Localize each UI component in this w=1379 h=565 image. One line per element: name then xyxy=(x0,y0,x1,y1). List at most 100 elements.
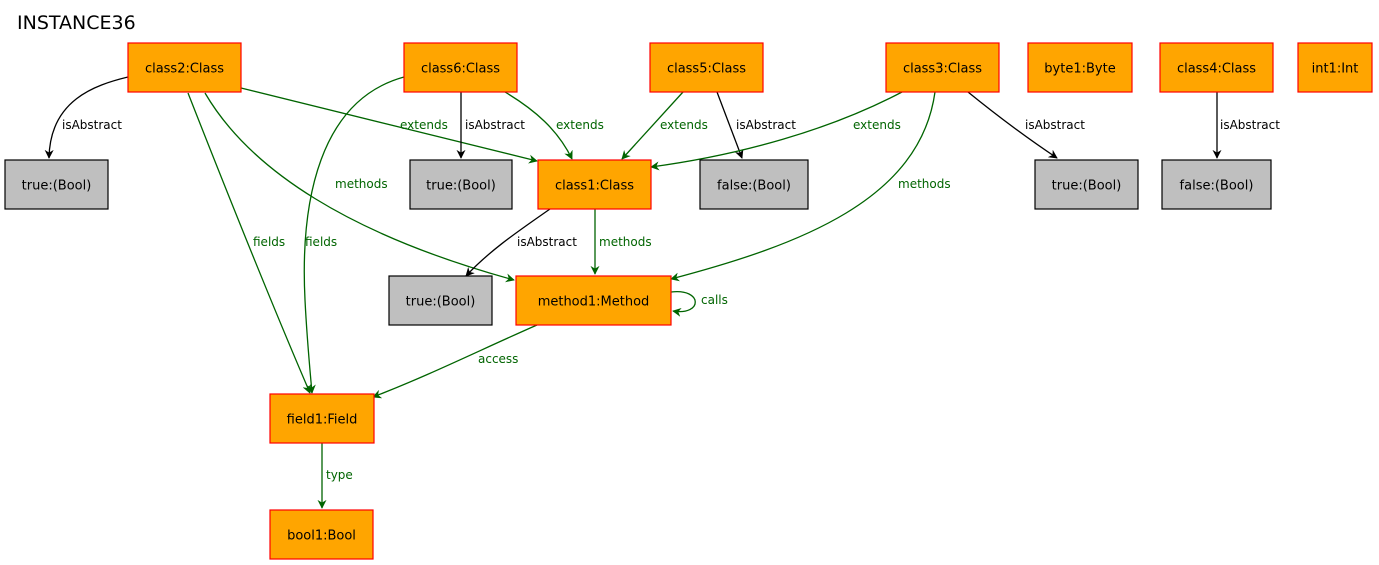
node-class2[interactable]: class2:Class xyxy=(127,42,242,93)
edge-class2-extends-class1: extends xyxy=(240,87,538,164)
node-box xyxy=(269,393,375,444)
node-bool_c3[interactable]: true:(Bool) xyxy=(1034,159,1139,210)
node-box xyxy=(388,275,493,326)
node-int1[interactable]: int1:Int xyxy=(1297,42,1373,93)
node-class4[interactable]: class4:Class xyxy=(1159,42,1274,93)
node-label: method1:Method xyxy=(538,295,650,310)
edge-line xyxy=(967,91,1058,159)
edge-line xyxy=(716,91,744,159)
edge-label: fields xyxy=(253,235,285,249)
edge-line xyxy=(44,76,129,159)
edge-line xyxy=(240,87,538,164)
node-label: class2:Class xyxy=(145,62,224,77)
edge-label: methods xyxy=(898,177,951,191)
node-field1[interactable]: field1:Field xyxy=(269,393,375,444)
node-bool_c2[interactable]: true:(Bool) xyxy=(4,159,109,210)
edge-field1-type-bool1: type xyxy=(317,443,353,509)
edge-class5-isAbstract-bool_c5: isAbstract xyxy=(716,91,796,159)
edge-label: methods xyxy=(599,235,652,249)
node-bool_c4[interactable]: false:(Bool) xyxy=(1161,159,1272,210)
edge-class6-extends-class1: extends xyxy=(504,91,604,160)
node-label: true:(Bool) xyxy=(426,179,496,194)
node-box xyxy=(515,275,672,326)
edge-line xyxy=(670,291,696,317)
node-box xyxy=(537,159,652,210)
node-bool_c5[interactable]: false:(Bool) xyxy=(699,159,809,210)
edge-label: isAbstract xyxy=(1220,118,1280,132)
edge-line xyxy=(504,91,573,160)
nodes-layer: class2:Class class6:Class class5:Class clas… xyxy=(4,42,1373,560)
edge-label: extends xyxy=(660,118,708,132)
node-box xyxy=(1034,159,1139,210)
edge-line xyxy=(621,91,684,160)
edge-method1-calls-method1: calls xyxy=(670,291,728,317)
edge-line xyxy=(670,91,936,282)
edge-label: isAbstract xyxy=(62,118,122,132)
node-label: bool1:Bool xyxy=(287,529,356,544)
edge-line xyxy=(204,92,515,283)
edge-label: type xyxy=(326,468,353,482)
node-box xyxy=(1159,42,1274,93)
edge-class6-fields-field1: fields xyxy=(303,76,405,394)
edge-class3-extends-class1: extends xyxy=(650,91,903,171)
node-label: byte1:Byte xyxy=(1044,62,1115,77)
edge-line xyxy=(465,208,551,277)
node-box xyxy=(1297,42,1373,93)
node-label: true:(Bool) xyxy=(22,179,92,194)
node-box xyxy=(1027,42,1133,93)
diagram-title: INSTANCE36 xyxy=(17,12,136,34)
node-label: false:(Bool) xyxy=(717,179,791,194)
edge-label: isAbstract xyxy=(465,118,525,132)
node-label: true:(Bool) xyxy=(1052,179,1122,194)
edge-class2-fields-field1: fields xyxy=(187,92,311,394)
edge-class1-isAbstract-bool_c1: isAbstract xyxy=(465,208,577,277)
node-box xyxy=(649,42,764,93)
edge-line xyxy=(187,92,311,394)
edges-layer: isAbstract extends methods fields isAbstract… xyxy=(44,76,1280,509)
node-bool_c1[interactable]: true:(Bool) xyxy=(388,275,493,326)
node-box xyxy=(1161,159,1272,210)
edge-label: calls xyxy=(701,293,728,307)
node-box xyxy=(403,42,518,93)
node-class3[interactable]: class3:Class xyxy=(885,42,1000,93)
node-label: class5:Class xyxy=(667,62,746,77)
node-label: class6:Class xyxy=(421,62,500,77)
node-bool1[interactable]: bool1:Bool xyxy=(269,509,374,560)
node-label: int1:Int xyxy=(1312,62,1359,77)
edge-class2-methods-method1: methods xyxy=(204,92,515,283)
edge-label: extends xyxy=(853,118,901,132)
edge-label: isAbstract xyxy=(517,235,577,249)
edge-label: access xyxy=(478,352,518,366)
node-byte1[interactable]: byte1:Byte xyxy=(1027,42,1133,93)
edge-class1-methods-method1: methods xyxy=(590,209,652,275)
edge-label: extends xyxy=(556,118,604,132)
node-label: class3:Class xyxy=(903,62,982,77)
edge-label: methods xyxy=(335,177,388,191)
edge-class3-methods-method1: methods xyxy=(670,91,951,282)
edge-class5-extends-class1: extends xyxy=(621,91,708,160)
edge-line xyxy=(303,76,405,394)
node-box xyxy=(4,159,109,210)
node-label: class1:Class xyxy=(555,179,634,194)
node-label: field1:Field xyxy=(287,413,358,428)
edge-label: extends xyxy=(400,118,448,132)
node-method1[interactable]: method1:Method xyxy=(515,275,672,326)
node-bool_c6[interactable]: true:(Bool) xyxy=(409,159,513,210)
node-box xyxy=(269,509,374,560)
edge-label: fields xyxy=(305,235,337,249)
node-class5[interactable]: class5:Class xyxy=(649,42,764,93)
node-box xyxy=(409,159,513,210)
node-box xyxy=(885,42,1000,93)
node-class1[interactable]: class1:Class xyxy=(537,159,652,210)
edge-label: isAbstract xyxy=(736,118,796,132)
edge-class6-isAbstract-bool_c6: isAbstract xyxy=(456,92,525,159)
node-box xyxy=(127,42,242,93)
edge-class2-isAbstract-bool_c2: isAbstract xyxy=(44,76,129,159)
node-class6[interactable]: class6:Class xyxy=(403,42,518,93)
node-label: true:(Bool) xyxy=(406,295,476,310)
node-label: false:(Bool) xyxy=(1180,179,1254,194)
edge-class4-isAbstract-bool_c4: isAbstract xyxy=(1212,92,1280,159)
edge-line xyxy=(372,324,538,399)
edge-label: isAbstract xyxy=(1025,118,1085,132)
